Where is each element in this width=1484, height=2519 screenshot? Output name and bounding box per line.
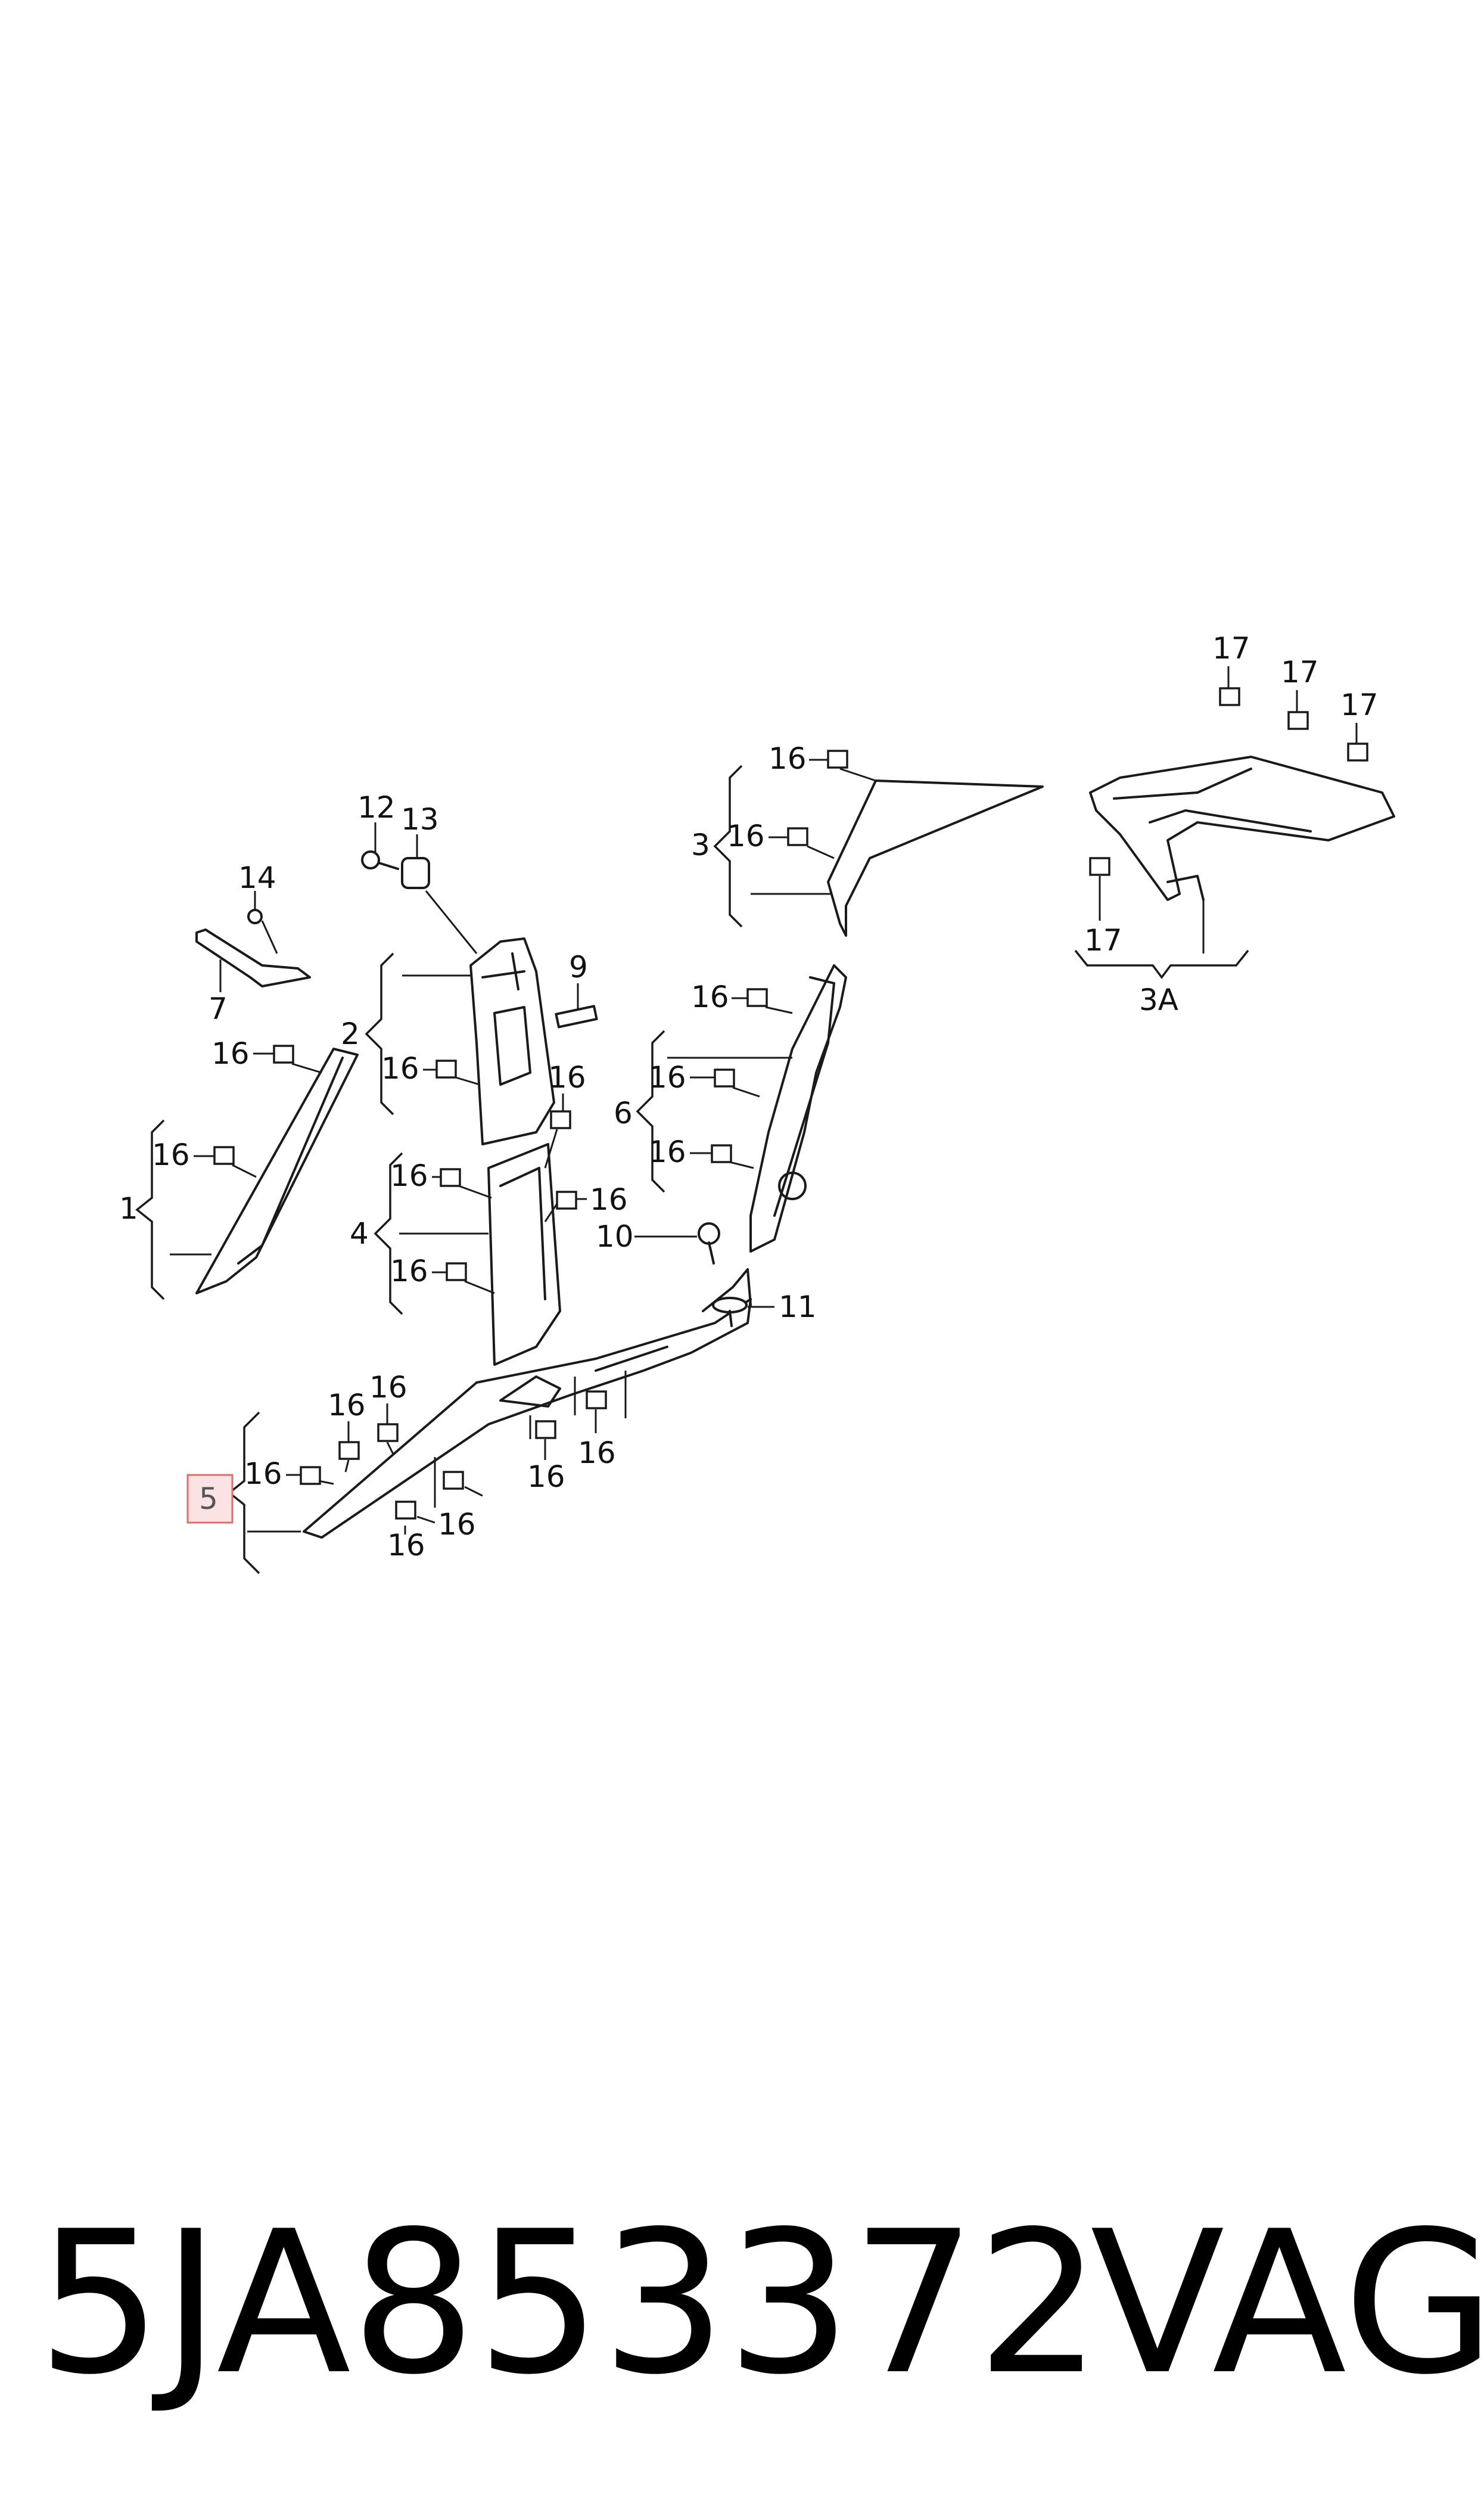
part-10-screw: 10 [596, 1219, 720, 1265]
part-11-label: 11 [779, 1290, 817, 1324]
clip-16: 16 [211, 1036, 322, 1074]
svg-text:16: 16 [527, 1459, 565, 1494]
svg-text:17: 17 [1084, 923, 1122, 958]
part-2-b-pillar-upper-trim: 2 [341, 937, 555, 1145]
clip-16: 16 [387, 1501, 435, 1563]
part-5-sill-trim: 5 [186, 1268, 752, 1574]
svg-text:16: 16 [381, 1051, 419, 1086]
svg-text:17: 17 [1340, 688, 1379, 722]
clip-16: 16 [544, 1182, 628, 1222]
svg-text:16: 16 [390, 1158, 428, 1193]
clip-16: 16 [244, 1456, 334, 1491]
clip-16: 16 [434, 1457, 483, 1542]
part-7-bracket: 7 [195, 928, 311, 1026]
clip-16: 16 [574, 1371, 627, 1470]
clip-17: 17 [1340, 688, 1379, 762]
part-11-clip: 11 [712, 1290, 817, 1327]
svg-text:16: 16 [727, 819, 765, 853]
svg-text:16: 16 [152, 1138, 190, 1172]
svg-text:16: 16 [769, 741, 807, 776]
svg-text:17: 17 [1212, 631, 1250, 666]
part-14-fastener: 14 [238, 861, 278, 954]
clip-17: 17 [1212, 631, 1250, 706]
part-3a-rear-pillar-trim: 3A [1074, 756, 1395, 1017]
svg-text:16: 16 [211, 1036, 250, 1071]
clip-16: 16 [544, 1060, 586, 1169]
clip-16: 16 [527, 1415, 565, 1494]
part-13-cap: 13 [401, 802, 478, 954]
part-10-label: 10 [596, 1219, 634, 1254]
clips-17: 17 17 17 17 [1084, 631, 1379, 958]
clip-16: 16 [328, 1388, 366, 1473]
clip-17: 17 [1281, 655, 1319, 730]
part-9-interior-light: 9 [555, 950, 598, 1029]
footer: 5JA853372 VAG [0, 2205, 1484, 2443]
svg-text:16: 16 [328, 1388, 366, 1422]
clips-16: 16 16 16 16 16 [152, 741, 876, 1563]
svg-text:17: 17 [1281, 655, 1319, 689]
part-12-label: 12 [357, 790, 396, 825]
clip-16: 16 [648, 1135, 754, 1169]
part-14-label: 14 [238, 861, 276, 895]
svg-text:16: 16 [578, 1436, 616, 1470]
part-3-label: 3 [691, 828, 710, 862]
part-4-b-pillar-lower-trim: 4 [350, 1143, 561, 1366]
part-5-highlight-box[interactable] [186, 1474, 234, 1524]
svg-text:16: 16 [369, 1370, 407, 1405]
clip-16: 16 [648, 1060, 760, 1098]
part-6-c-pillar-lower-trim: 6 [614, 964, 847, 1253]
part-6-label: 6 [614, 1096, 633, 1130]
part-13-label: 13 [401, 802, 439, 837]
part-4-label: 4 [350, 1216, 369, 1251]
clip-16: 16 [769, 741, 876, 782]
clip-16: 16 [390, 1254, 495, 1294]
svg-text:16: 16 [548, 1060, 586, 1095]
part-5-label: 5 [199, 1481, 218, 1516]
part-1-a-pillar-trim: 1 [119, 1048, 359, 1300]
part-3a-label: 3A [1139, 983, 1178, 1017]
clip-17: 17 [1084, 857, 1122, 958]
clip-16: 16 [369, 1370, 407, 1455]
part-2-label: 2 [341, 1017, 360, 1051]
part-9-label: 9 [569, 950, 588, 984]
svg-text:16: 16 [438, 1507, 476, 1542]
clip-16: 16 [691, 980, 793, 1014]
part-number: 5JA853372 [37, 2189, 1102, 2418]
part-3-c-pillar-upper-trim: 3 [691, 765, 1044, 937]
part-12-screw: 12 [357, 790, 399, 870]
part-1-label: 1 [119, 1191, 138, 1226]
svg-text:16: 16 [691, 980, 729, 1014]
brand-name: VAG [1090, 2189, 1484, 2418]
clip-16: 16 [381, 1051, 480, 1086]
clip-16: 16 [390, 1158, 492, 1199]
svg-text:16: 16 [590, 1182, 628, 1217]
svg-text:16: 16 [387, 1528, 425, 1563]
clip-16: 16 [152, 1138, 257, 1178]
svg-text:16: 16 [648, 1135, 686, 1169]
part-7-label: 7 [209, 992, 228, 1026]
svg-text:16: 16 [390, 1254, 428, 1288]
svg-text:16: 16 [648, 1060, 686, 1095]
clip-16: 16 [727, 819, 835, 859]
svg-text:16: 16 [244, 1456, 282, 1491]
